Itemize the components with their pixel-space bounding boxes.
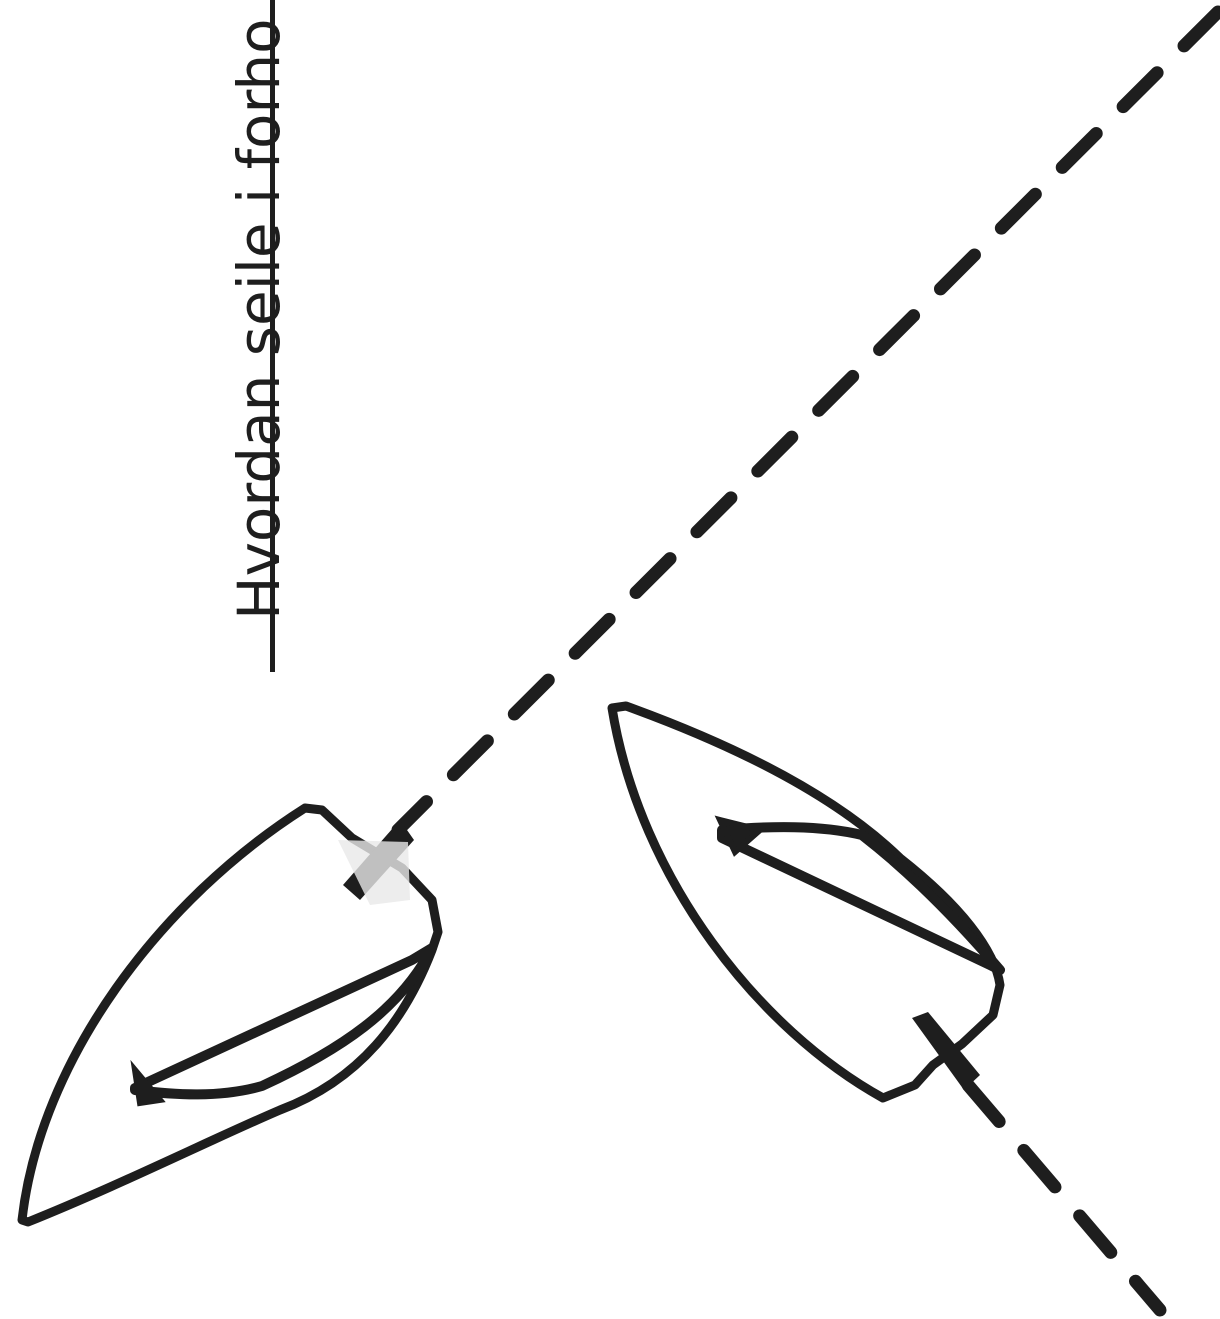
sail (135, 948, 432, 1094)
right-boat (612, 706, 1000, 1098)
lower-left-boat (22, 808, 438, 1222)
course-line-lower (968, 1085, 1160, 1310)
rudder-shadow (338, 840, 410, 905)
sail (722, 827, 1000, 970)
course-line-upper (398, 12, 1218, 830)
